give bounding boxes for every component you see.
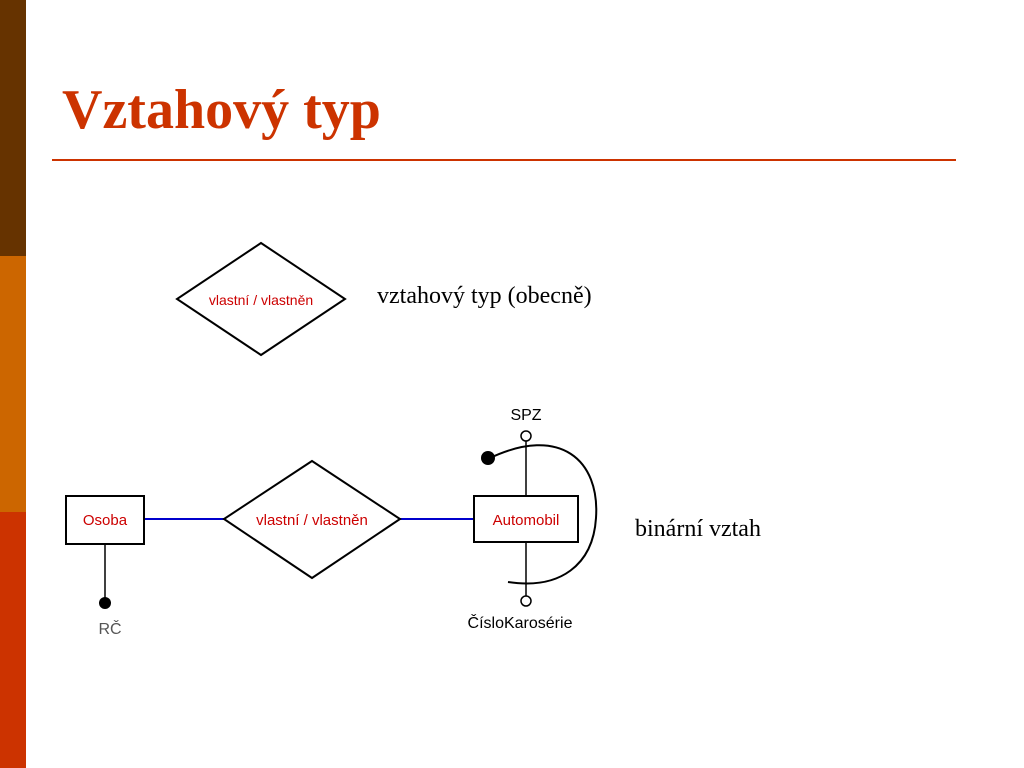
entity-automobil-box [473, 495, 579, 543]
binary-relationship: Osoba vlastní / vlastněn Automobil RČ SP… [65, 407, 598, 638]
composite-key-marker [481, 451, 495, 465]
composite-key-arc [489, 444, 598, 585]
entity-osoba-label: Osoba [83, 512, 128, 529]
caption-binary-relationship: binární vztah [635, 516, 761, 542]
entity-automobil-label: Automobil [493, 512, 560, 529]
attr-spz-label: SPZ [510, 407, 541, 424]
sidebar-band-top [0, 0, 26, 256]
attr-rc-label: RČ [98, 619, 121, 638]
attr-rc-marker [99, 597, 111, 609]
attr-karoserie-label: ČísloKarosérie [468, 613, 573, 632]
attr-spz-marker [520, 430, 532, 442]
sidebar-band-middle [0, 256, 26, 512]
attr-karoserie-marker [520, 595, 532, 607]
caption-general-relationship: vztahový typ (obecně) [377, 283, 592, 309]
binary-relationship-label: vlastní / vlastněn [256, 512, 368, 529]
slide-title: Vztahový typ [62, 79, 381, 141]
title-underline [52, 159, 956, 161]
sidebar-band-bottom [0, 512, 26, 768]
general-relationship: vlastní / vlastněn [175, 241, 347, 357]
binary-relationship-diamond [222, 459, 402, 580]
general-relationship-diamond [175, 241, 347, 357]
general-relationship-label: vlastní / vlastněn [209, 292, 313, 308]
